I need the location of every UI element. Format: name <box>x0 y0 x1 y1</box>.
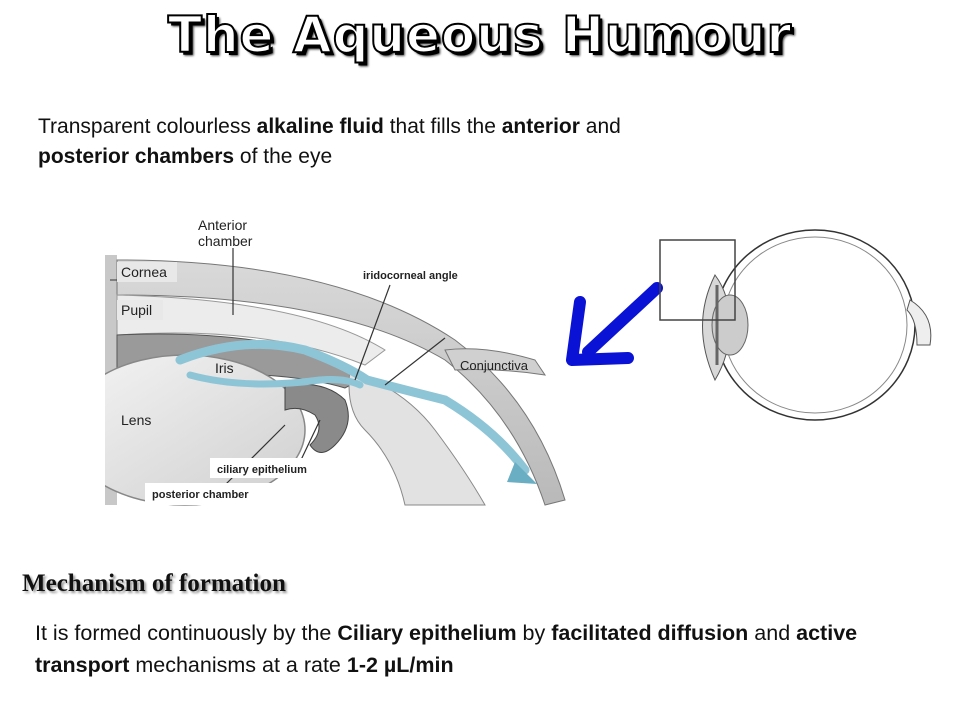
label-pupil: Pupil <box>121 302 152 318</box>
page-title: The Aqueous Humour <box>167 5 793 65</box>
label-lens: Lens <box>121 412 151 428</box>
label-cornea: Cornea <box>121 264 167 280</box>
label-iris: Iris <box>215 360 234 376</box>
whole-eye-illustration <box>659 229 932 421</box>
label-anterior-chamber: Anterior <box>198 217 247 233</box>
label-anterior-chamber-2: chamber <box>198 233 253 249</box>
mechanism-text: It is formed continuously by the Ciliary… <box>35 621 858 677</box>
label-ciliary-epithelium: ciliary epithelium <box>217 464 307 476</box>
mechanism-heading: Mechanism of formation <box>22 570 286 597</box>
label-posterior-chamber: posterior chamber <box>152 489 249 501</box>
pointer-arrow-icon <box>566 282 663 366</box>
eye-cross-section-diagram: Anterior chamber Cornea iridocorneal ang… <box>105 217 575 510</box>
label-conjunctiva: Conjunctiva <box>460 358 529 373</box>
intro-text: Transparent colourless alkaline fluid th… <box>38 115 621 168</box>
label-iridocorneal-angle: iridocorneal angle <box>363 270 458 282</box>
